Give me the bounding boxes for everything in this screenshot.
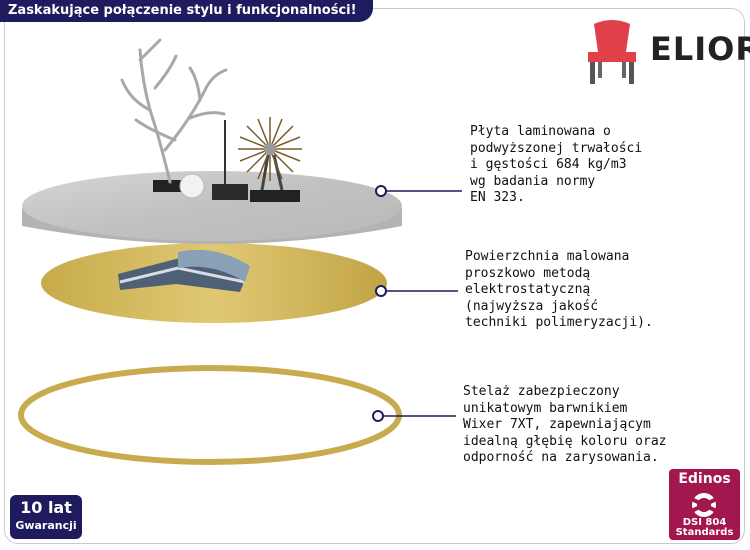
page-frame <box>4 8 745 544</box>
feature-shelf-text: Powierzchnia malowana proszkowo metodą e… <box>465 249 653 330</box>
certificate-brand: Edinos <box>678 471 731 487</box>
header-title: Zaskakujące połączenie stylu i funkcjona… <box>8 3 357 18</box>
brand-name: ELIOR <box>650 30 750 68</box>
header-banner: Zaskakujące połączenie stylu i funkcjona… <box>0 0 373 22</box>
warranty-years: 10 lat <box>20 498 72 517</box>
feature-frame-text: Stelaż zabezpieczony unikatowym barwniki… <box>463 384 667 465</box>
callout-dot-top <box>375 185 387 197</box>
certificate-code-left: DSI <box>682 517 702 528</box>
callout-dot-frame <box>372 410 384 422</box>
certificate-code-right: 804 <box>705 517 727 528</box>
warranty-label: Gwarancji <box>15 519 77 532</box>
feature-top-text: Płyta laminowana o podwyższonej trwałośc… <box>470 124 643 205</box>
brand-logo: ELIOR <box>580 18 750 86</box>
certificate-badge: Edinos DSI 804 Standards <box>669 469 740 540</box>
certificate-code: DSI 804 Standards <box>669 518 740 538</box>
warranty-badge: 10 lat Gwarancji <box>10 495 82 539</box>
certificate-emblem-icon <box>678 491 730 519</box>
certificate-standard: Standards <box>675 527 734 538</box>
callout-dot-shelf <box>375 285 387 297</box>
chair-icon <box>588 20 636 84</box>
